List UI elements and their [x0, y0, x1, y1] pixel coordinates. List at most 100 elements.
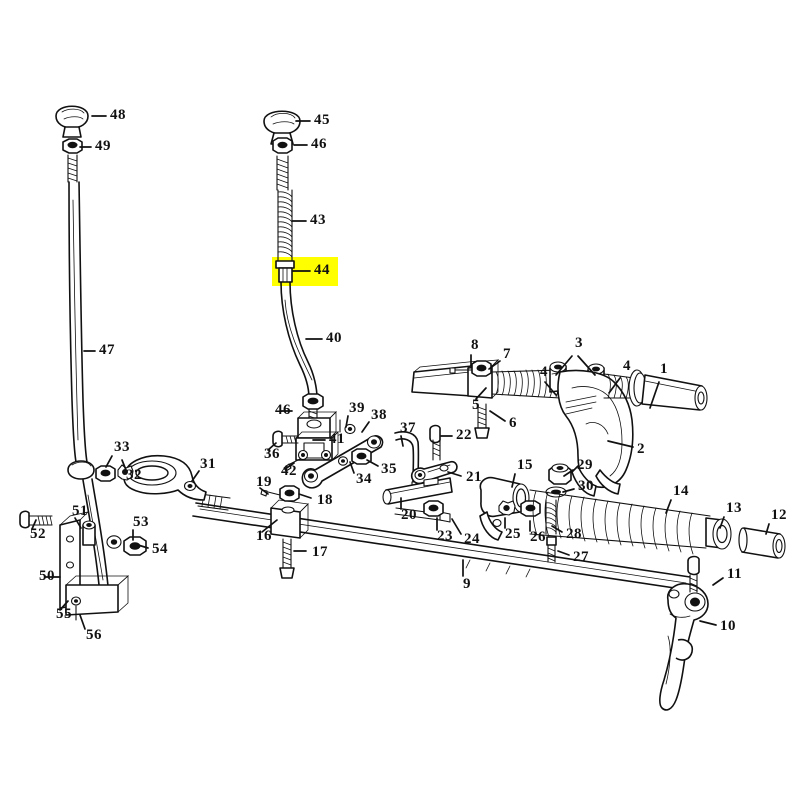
leader-line-27 — [557, 550, 570, 556]
callout-number-46: 46 — [311, 136, 327, 152]
leader-line-38 — [361, 421, 370, 433]
callout-number-41: 41 — [329, 431, 345, 447]
leader-line-29 — [563, 469, 574, 477]
leader-line-13 — [719, 516, 725, 529]
leader-line-19 — [259, 487, 269, 495]
part-31-lever — [123, 454, 207, 501]
part-7-nut — [471, 360, 492, 377]
callout-number-16: 16 — [256, 528, 272, 544]
callout-number-7: 7 — [503, 346, 511, 362]
leader-line-36 — [267, 442, 277, 451]
callout-number-5: 5 — [472, 397, 480, 413]
part-21-clevis — [410, 460, 458, 485]
part-38-washer — [344, 423, 356, 435]
leader-line-31 — [191, 470, 200, 482]
leader-line-35 — [366, 459, 379, 467]
callout-number-18: 18 — [317, 492, 333, 508]
part-22-bolt — [429, 424, 441, 461]
callout-number-29: 29 — [577, 457, 593, 473]
leader-line-12 — [765, 523, 770, 535]
callout-number-37: 37 — [400, 420, 416, 436]
callout-number-17: 17 — [312, 544, 328, 560]
callout-number-52: 52 — [30, 526, 46, 542]
callout-number-47: 47 — [99, 342, 115, 358]
callout-number-43: 43 — [310, 212, 326, 228]
leader-line-21 — [447, 471, 462, 477]
leader-line-54 — [137, 544, 149, 549]
callout-number-55: 55 — [56, 606, 72, 622]
leader-line-5 — [475, 387, 487, 400]
callout-number-3: 3 — [575, 335, 583, 351]
part-52-bolt — [19, 510, 53, 529]
callout-number-12: 12 — [771, 507, 787, 523]
callout-number-28: 28 — [566, 526, 582, 542]
part-18-nut — [279, 485, 300, 502]
callout-number-24: 24 — [464, 531, 480, 547]
part-46-nut-lower — [302, 393, 324, 410]
part-54-nut — [123, 536, 147, 556]
part-12-bush — [738, 527, 786, 559]
callout-number-26: 26 — [530, 529, 546, 545]
leader-line-16 — [261, 519, 278, 533]
part-1-shaft — [641, 374, 708, 411]
leader-line-3 — [577, 355, 596, 376]
callout-number-27: 27 — [573, 549, 589, 565]
part-29-nut — [548, 463, 572, 485]
part-43-spring — [277, 189, 293, 263]
callout-number-50: 50 — [39, 568, 55, 584]
leader-line-15 — [511, 473, 516, 488]
part-49-nut — [62, 138, 83, 154]
callout-number-6: 6 — [509, 415, 517, 431]
part-2-housing — [557, 369, 634, 497]
callout-number-48: 48 — [110, 107, 126, 123]
callout-number-19: 19 — [256, 474, 272, 490]
part-50-bracket — [59, 511, 130, 616]
callout-number-42: 42 — [281, 463, 297, 479]
part-6-bolt — [474, 403, 490, 439]
callout-number-53: 53 — [133, 514, 149, 530]
callout-number-13: 13 — [726, 500, 742, 516]
part-46-nut-top — [272, 137, 293, 154]
leader-line-51 — [74, 517, 82, 529]
leader-line-55 — [59, 600, 69, 611]
part-41-bracket — [295, 411, 339, 461]
part-10-fork — [659, 582, 709, 711]
callout-number-15: 15 — [517, 457, 533, 473]
callout-number-11: 11 — [727, 566, 743, 582]
leader-line-4b — [544, 381, 557, 396]
callout-number-51: 51 — [72, 503, 88, 519]
leader-line-39 — [345, 415, 349, 428]
leader-line-52 — [31, 519, 37, 530]
callout-number-2: 2 — [637, 441, 645, 457]
part-13-collar — [705, 517, 732, 550]
part-44-ferrule — [275, 260, 295, 283]
leader-line-56 — [79, 614, 86, 630]
leader-line-28 — [551, 525, 563, 533]
callout-number-34: 34 — [356, 471, 372, 487]
part-27-screw — [546, 536, 557, 563]
callout-number-20: 20 — [401, 507, 417, 523]
part-43-thread-upper — [276, 155, 289, 191]
leader-line-33 — [105, 455, 113, 468]
callout-number-36: 36 — [264, 446, 280, 462]
callout-number-8: 8 — [471, 337, 479, 353]
callout-number-4b: 4 — [540, 364, 548, 380]
part-20-tube — [382, 477, 453, 505]
callout-number-14: 14 — [673, 483, 689, 499]
part-8-pin — [449, 367, 473, 374]
leader-line-32 — [121, 459, 127, 471]
leader-line-34 — [349, 461, 355, 474]
part-11-bolt — [687, 555, 700, 593]
callout-number-10: 10 — [720, 618, 736, 634]
callout-number-9: 9 — [463, 576, 471, 592]
callout-number-39: 39 — [349, 400, 365, 416]
callout-number-25: 25 — [505, 526, 521, 542]
callout-number-31: 31 — [200, 456, 216, 472]
callout-leader-lines — [31, 115, 770, 630]
callout-number-30: 30 — [578, 478, 594, 494]
part-17-bolt — [279, 538, 295, 579]
leader-line-18 — [298, 493, 312, 499]
